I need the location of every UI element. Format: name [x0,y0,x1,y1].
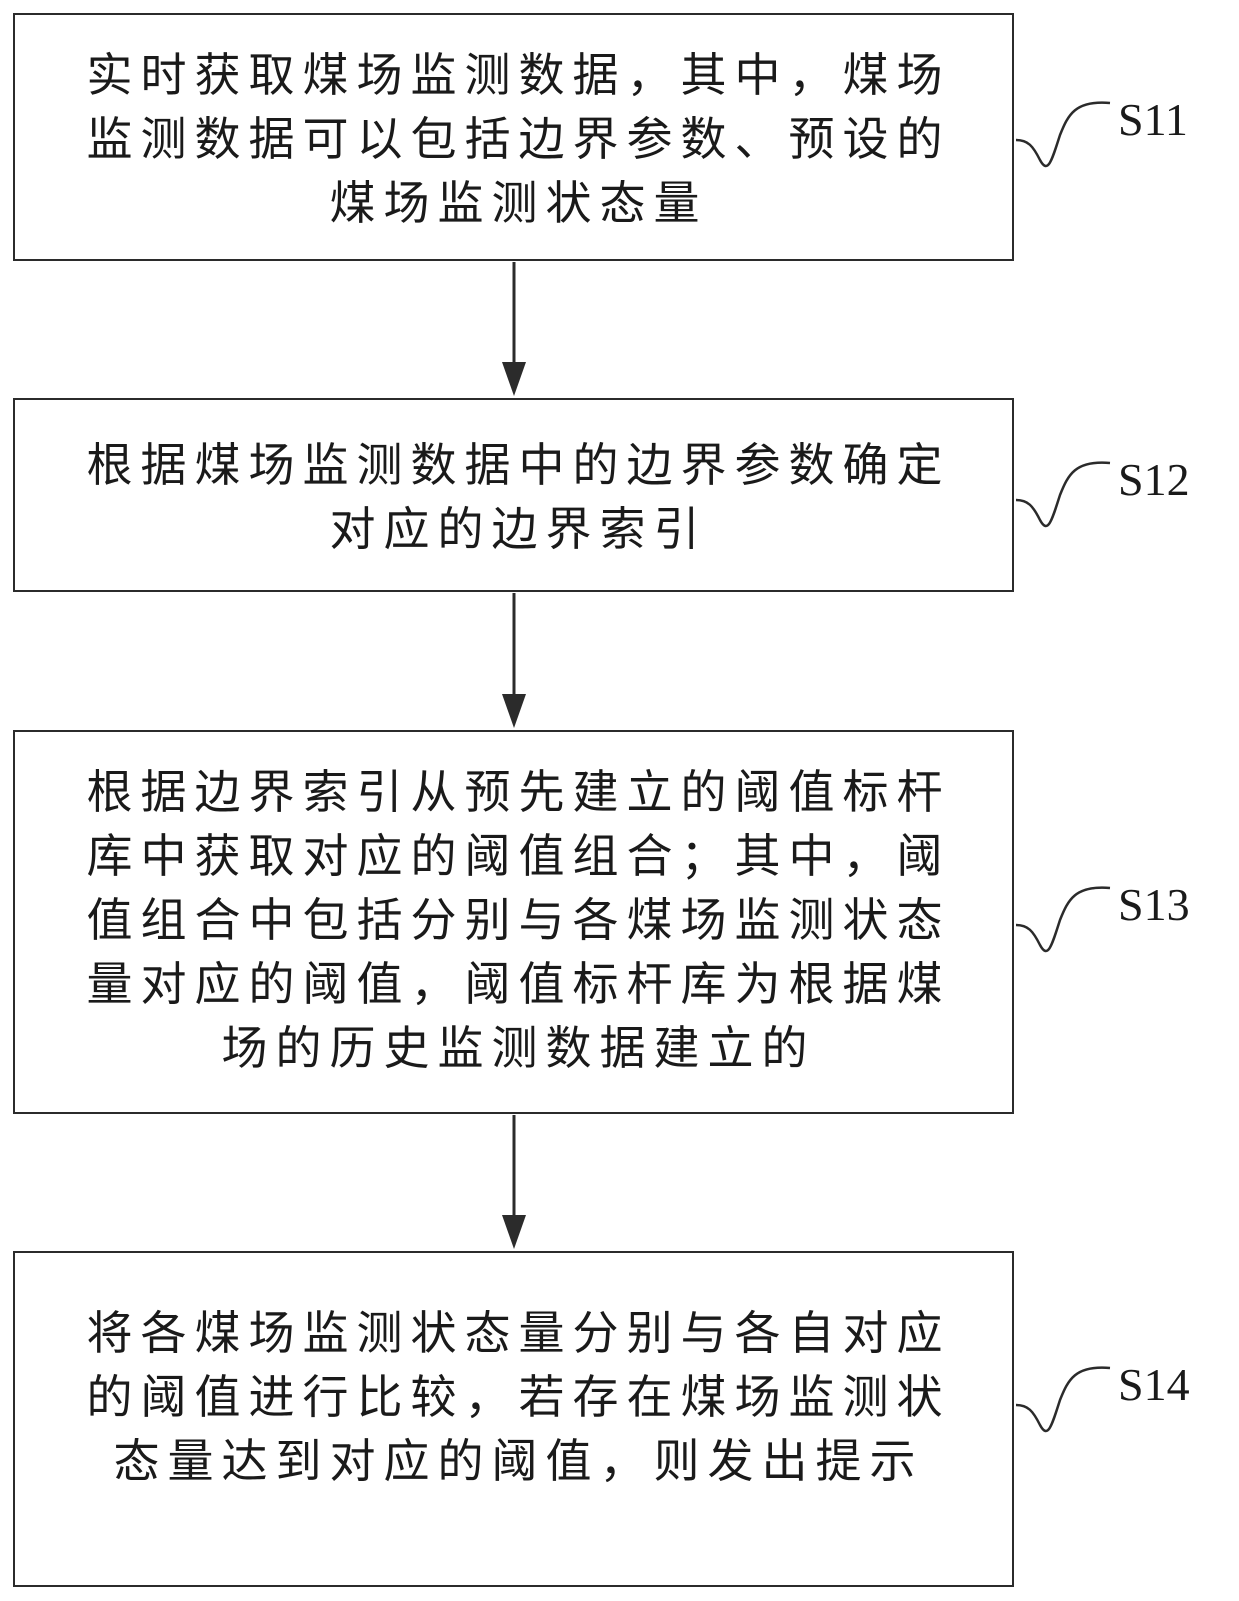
step-text-line: 根据煤场监测数据中的边界参数确定 [86,438,951,492]
leader-line-s14 [1015,1366,1111,1433]
arrow-s13-to-s14 [502,1115,526,1249]
step-text-s12: 根据煤场监测数据中的边界参数确定 对应的边界索引 [65,433,972,561]
arrow-s11-to-s12 [502,262,526,396]
step-text-s13: 根据边界索引从预先建立的阈值标杆 库中获取对应的阈值组合；其中，阈 值组合中包括… [65,760,972,1080]
step-text-line: 量对应的阈值，阈值标杆库为根据煤 [86,957,951,1011]
step-box-s14: 将各煤场监测状态量分别与各自对应 的阈值进行比较，若存在煤场监测状 态量达到对应… [13,1251,1014,1587]
step-box-s12: 根据煤场监测数据中的边界参数确定 对应的边界索引 [13,398,1014,592]
leader-line-s12 [1015,461,1111,528]
step-text-line: 的阈值进行比较，若存在煤场监测状 [86,1370,951,1424]
step-text-s11: 实时获取煤场监测数据，其中，煤场 监测数据可以包括边界参数、预设的 煤场监测状态… [65,43,972,235]
step-label-s14: S14 [1118,1359,1190,1410]
step-text-line: 将各煤场监测状态量分别与各自对应 [86,1306,951,1360]
step-text-line: 监测数据可以包括边界参数、预设的 [86,112,951,166]
step-text-line: 库中获取对应的阈值组合；其中，阈 [86,829,951,883]
step-text-line: 对应的边界索引 [329,502,708,556]
arrow-s12-to-s13 [502,593,526,728]
step-label-s12: S12 [1118,454,1190,505]
step-text-line: 实时获取煤场监测数据，其中，煤场 [86,48,951,102]
step-text-s14: 将各煤场监测状态量分别与各自对应 的阈值进行比较，若存在煤场监测状 态量达到对应… [65,1301,972,1493]
leader-line-s11 [1015,101,1111,168]
step-label-s13: S13 [1118,879,1190,930]
step-text-line: 根据边界索引从预先建立的阈值标杆 [86,765,951,819]
step-text-line: 态量达到对应的阈值，则发出提示 [113,1434,924,1488]
step-text-line: 值组合中包括分别与各煤场监测状态 [86,893,951,947]
step-box-s11: 实时获取煤场监测数据，其中，煤场 监测数据可以包括边界参数、预设的 煤场监测状态… [13,13,1014,261]
step-text-line: 煤场监测状态量 [329,176,708,230]
step-label-s11: S11 [1118,94,1188,145]
step-text-line: 场的历史监测数据建立的 [221,1021,816,1075]
step-box-s13: 根据边界索引从预先建立的阈值标杆 库中获取对应的阈值组合；其中，阈 值组合中包括… [13,730,1014,1114]
leader-line-s13 [1015,886,1111,953]
